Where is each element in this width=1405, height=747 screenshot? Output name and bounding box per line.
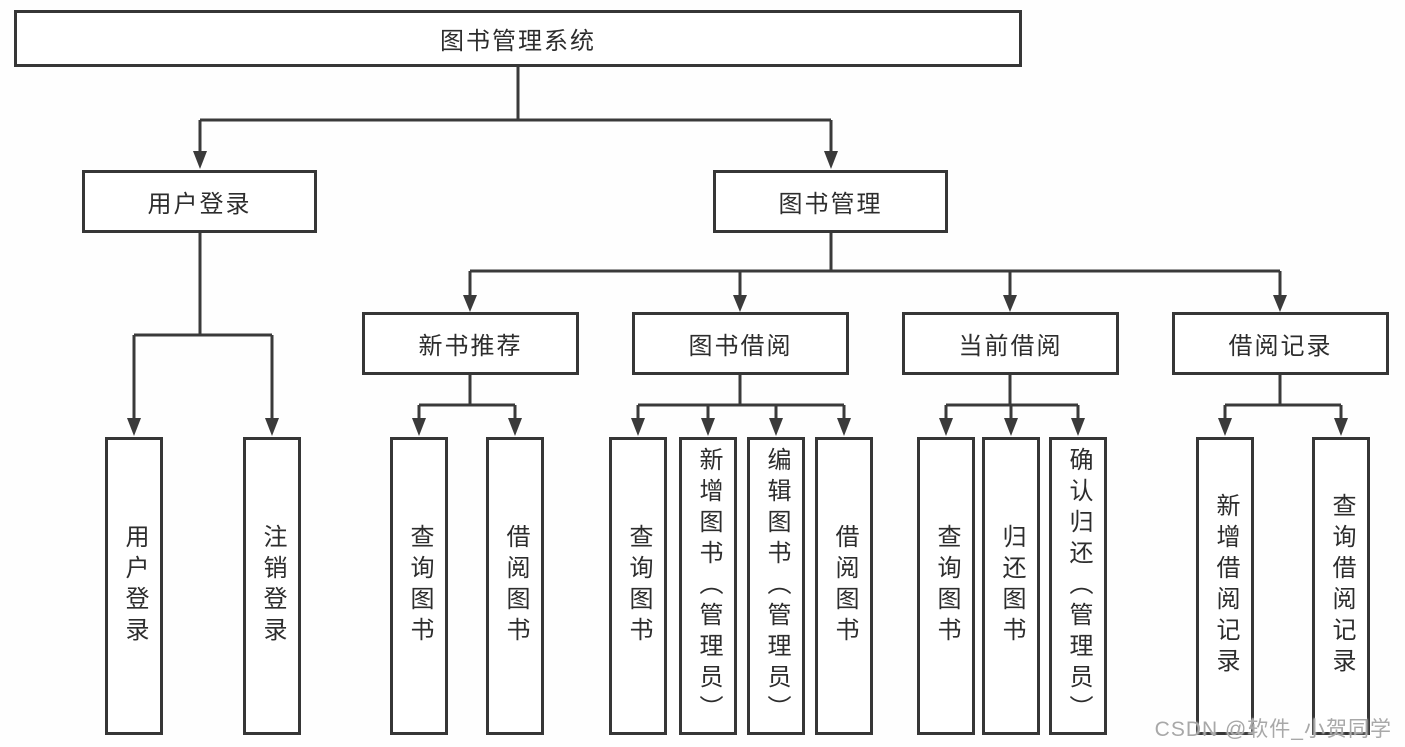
node-book-borrowing: 图书借阅 — [632, 312, 849, 375]
leaf-user-login: 用户登录 — [105, 437, 163, 735]
leaf-edit-book-admin: 编辑图书（管理员） — [747, 437, 805, 735]
node-book-management: 图书管理 — [713, 170, 948, 233]
leaf-query-borrow-record: 查询借阅记录 — [1312, 437, 1370, 735]
node-borrowing-records: 借阅记录 — [1172, 312, 1389, 375]
leaf-query-books-3-label: 查询图书 — [933, 524, 960, 648]
leaf-confirm-return-admin-label: 确认归还（管理员） — [1065, 446, 1092, 726]
leaf-add-borrow-record-label: 新增借阅记录 — [1212, 493, 1239, 679]
leaf-add-borrow-record: 新增借阅记录 — [1196, 437, 1254, 735]
leaf-borrow-books-2-label: 借阅图书 — [831, 524, 858, 648]
arrow-down-icons — [127, 151, 1348, 436]
leaf-query-books-1-label: 查询图书 — [406, 524, 433, 648]
node-new-book-recommendation: 新书推荐 — [362, 312, 579, 375]
node-current-borrowing: 当前借阅 — [902, 312, 1119, 375]
leaf-query-books-2-label: 查询图书 — [625, 524, 652, 648]
leaf-query-books-2: 查询图书 — [609, 437, 667, 735]
leaf-return-books: 归还图书 — [982, 437, 1040, 735]
leaf-query-books-1: 查询图书 — [390, 437, 448, 735]
leaf-borrow-books-1-label: 借阅图书 — [502, 524, 529, 648]
leaf-edit-book-admin-label: 编辑图书（管理员） — [763, 446, 790, 726]
leaf-add-book-admin: 新增图书（管理员） — [679, 437, 737, 735]
leaf-return-books-label: 归还图书 — [998, 524, 1025, 648]
leaf-borrow-books-1: 借阅图书 — [486, 437, 544, 735]
leaf-borrow-books-2: 借阅图书 — [815, 437, 873, 735]
leaf-confirm-return-admin: 确认归还（管理员） — [1049, 437, 1107, 735]
leaf-query-borrow-record-label: 查询借阅记录 — [1328, 493, 1355, 679]
connector-edges — [132, 66, 1343, 419]
node-library-management-system: 图书管理系统 — [14, 10, 1022, 67]
leaf-logout: 注销登录 — [243, 437, 301, 735]
leaf-logout-label: 注销登录 — [259, 524, 286, 648]
leaf-query-books-3: 查询图书 — [917, 437, 975, 735]
watermark: CSDN @软件_小贺同学 — [1154, 718, 1392, 741]
leaf-add-book-admin-label: 新增图书（管理员） — [695, 446, 722, 726]
leaf-user-login-label: 用户登录 — [121, 524, 148, 648]
node-user-login: 用户登录 — [82, 170, 317, 233]
